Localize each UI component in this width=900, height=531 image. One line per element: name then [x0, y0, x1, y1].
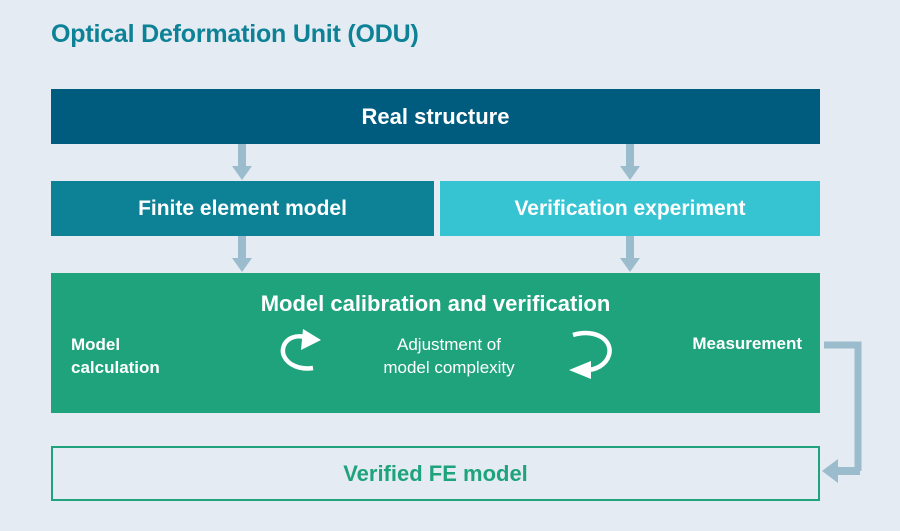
arrow-calibration-to-verified: [822, 341, 862, 483]
curved-arrow-clockwise-icon: [280, 329, 321, 371]
page-title: Optical Deformation Unit (ODU): [51, 20, 419, 48]
adjustment-of-model-complexity-label: Adjustment of model complexity: [383, 335, 515, 377]
node-finite-element-model-label: Finite element model: [138, 196, 347, 220]
node-finite-element-model[interactable]: Finite element model: [51, 181, 434, 236]
arrow-real-to-verification: [620, 144, 640, 180]
node-real-structure[interactable]: Real structure: [51, 89, 820, 144]
curved-arrow-counterclockwise-icon: [569, 330, 612, 379]
node-model-calibration[interactable]: Model calibration and verification Model…: [51, 273, 820, 413]
node-verified-fe-model-label: Verified FE model: [343, 460, 528, 486]
node-real-structure-label: Real structure: [361, 103, 510, 129]
node-model-calibration-heading: Model calibration and verification: [260, 291, 611, 316]
model-calculation-label: Model calculation: [71, 335, 160, 377]
node-verified-fe-model[interactable]: Verified FE model: [51, 446, 820, 501]
node-verification-experiment-label: Verification experiment: [514, 196, 746, 220]
arrow-real-to-fem: [232, 144, 252, 180]
measurement-label: Measurement: [692, 334, 802, 353]
arrow-verification-to-calibration: [620, 236, 640, 272]
arrow-fem-to-calibration: [232, 236, 252, 272]
node-verification-experiment[interactable]: Verification experiment: [440, 181, 820, 236]
